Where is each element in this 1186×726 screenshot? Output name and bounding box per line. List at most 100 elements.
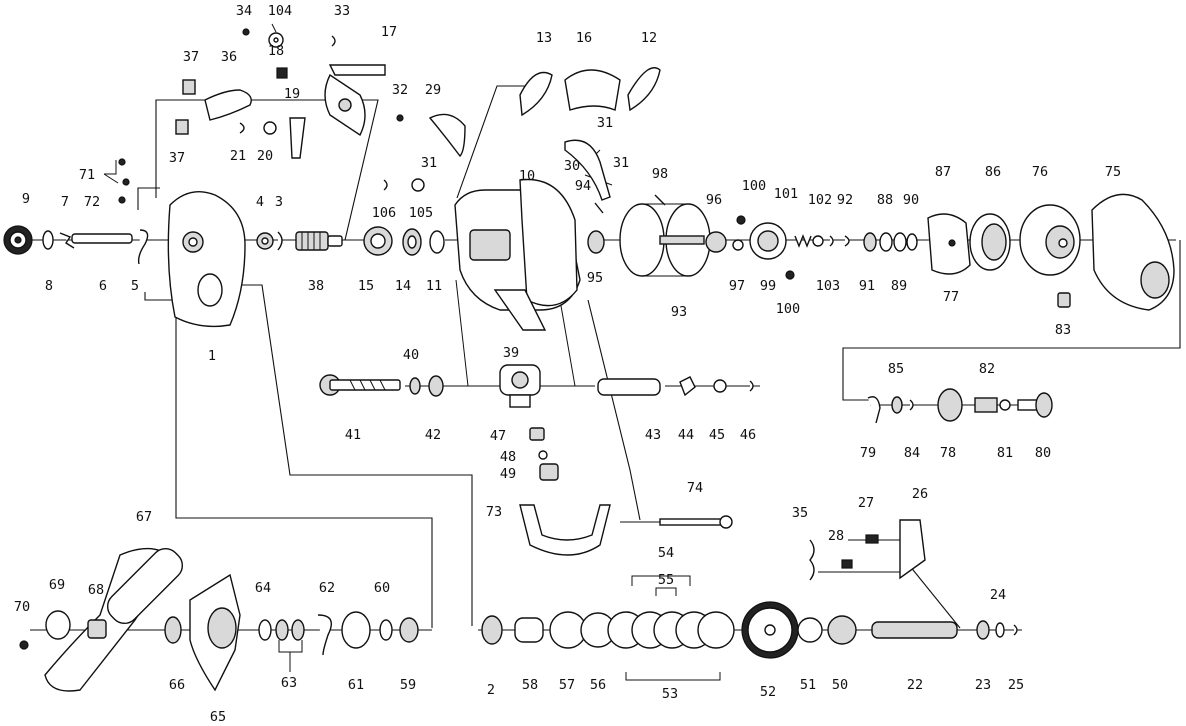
clip-92-part (844, 235, 850, 247)
washer-97-part (732, 239, 744, 251)
part-label-60: 60 (374, 580, 390, 596)
part-label-30: 30 (564, 158, 580, 174)
spring-37b-part (175, 119, 189, 135)
part-label-37-a: 37 (183, 49, 199, 65)
part-label-33: 33 (334, 3, 350, 19)
part-label-85: 85 (888, 361, 904, 377)
bearing-14-inner-part (407, 235, 417, 249)
ring-60-part (379, 619, 393, 641)
pin-94-part (594, 202, 604, 214)
part-label-99: 99 (760, 278, 776, 294)
part-label-105: 105 (409, 205, 433, 221)
pin-98-part (654, 194, 666, 206)
screw-71b-part (122, 178, 130, 186)
bearing-42-part (428, 375, 444, 397)
washer-45-part (713, 379, 727, 393)
cover-13-part (519, 71, 553, 117)
part-label-102: 102 (808, 192, 832, 208)
part-label-76: 76 (1032, 164, 1048, 180)
part-label-1: 1 (208, 348, 216, 364)
handle-67-part (44, 547, 184, 692)
part-label-48: 48 (500, 449, 516, 465)
ring-64-part (258, 619, 272, 641)
part-label-27: 27 (858, 495, 874, 511)
part-label-103: 103 (816, 278, 840, 294)
cover-16-part (564, 69, 621, 111)
part-label-95: 95 (587, 270, 603, 286)
part-label-61: 61 (348, 677, 364, 693)
screw-27-part (865, 534, 879, 544)
part-label-71: 71 (79, 167, 95, 183)
star-drag-part (3, 225, 33, 255)
part-label-74: 74 (687, 480, 703, 496)
part-label-83: 83 (1055, 322, 1071, 338)
clip-106-part (383, 179, 388, 191)
bearing-inner-part (261, 237, 269, 245)
part-label-96: 96 (706, 192, 722, 208)
lever-36-part (204, 89, 252, 121)
cam-61-part (341, 611, 371, 649)
ring-89-part (893, 232, 907, 252)
part-label-104: 104 (268, 3, 292, 19)
part-label-34: 34 (236, 3, 252, 19)
part-label-72: 72 (84, 194, 100, 210)
part-label-80: 80 (1035, 445, 1051, 461)
tube-43-part (597, 378, 661, 396)
part-label-14: 14 (395, 278, 411, 294)
spring-35-part (809, 539, 815, 581)
part-label-43: 43 (645, 427, 661, 443)
part-label-98: 98 (652, 166, 668, 182)
ring-24-part (995, 622, 1005, 638)
part-label-86: 86 (985, 164, 1001, 180)
bracket-73-part (519, 504, 611, 556)
part-label-50: 50 (832, 677, 848, 693)
gear-80-part (1035, 392, 1053, 418)
part-66 (164, 616, 182, 644)
bearing-95-part (587, 230, 605, 254)
part-40 (409, 377, 421, 395)
part-29 (428, 113, 466, 158)
washer-102-part (812, 235, 824, 247)
control-76-part (1019, 204, 1081, 276)
part-label-73: 73 (486, 504, 502, 520)
part-label-28: 28 (828, 528, 844, 544)
part-label-9: 9 (22, 191, 30, 207)
screw-32-part (396, 114, 404, 122)
screw-72-part (118, 196, 126, 204)
part-label-3: 3 (275, 194, 283, 210)
part-44 (679, 376, 696, 397)
sleeve-58-part (514, 617, 544, 643)
part-label-39: 39 (503, 345, 519, 361)
part-label-17: 17 (381, 24, 397, 40)
part-label-16: 16 (576, 30, 592, 46)
part-label-64: 64 (255, 580, 271, 596)
part-85 (891, 396, 903, 414)
knob-78-part (937, 388, 963, 422)
part-label-18: 18 (268, 43, 284, 59)
part-label-4: 4 (256, 194, 264, 210)
washer-81-part (999, 399, 1011, 411)
part-label-69: 69 (49, 577, 65, 593)
part-label-44: 44 (678, 427, 694, 443)
part-label-46: 46 (740, 427, 756, 443)
part-label-106: 106 (372, 205, 396, 221)
part-label-89: 89 (891, 278, 907, 294)
part-label-52: 52 (760, 684, 776, 700)
main-gear-52-part (741, 601, 799, 659)
clip-21-part (239, 122, 245, 134)
clip-84-part (909, 399, 914, 411)
ring-90-part (906, 233, 918, 251)
part-19 (289, 117, 306, 159)
frame-26-part (899, 519, 926, 580)
part-label-78: 78 (940, 445, 956, 461)
bearing-91-part (863, 232, 877, 252)
nut-68-part (87, 619, 107, 639)
part-label-62: 62 (319, 580, 335, 596)
part-label-40: 40 (403, 347, 419, 363)
part-label-45: 45 (709, 427, 725, 443)
part-label-24: 24 (990, 587, 1006, 603)
screw-71a-part (118, 158, 126, 166)
ring-11-part (429, 230, 445, 254)
part-label-55: 55 (658, 572, 674, 588)
